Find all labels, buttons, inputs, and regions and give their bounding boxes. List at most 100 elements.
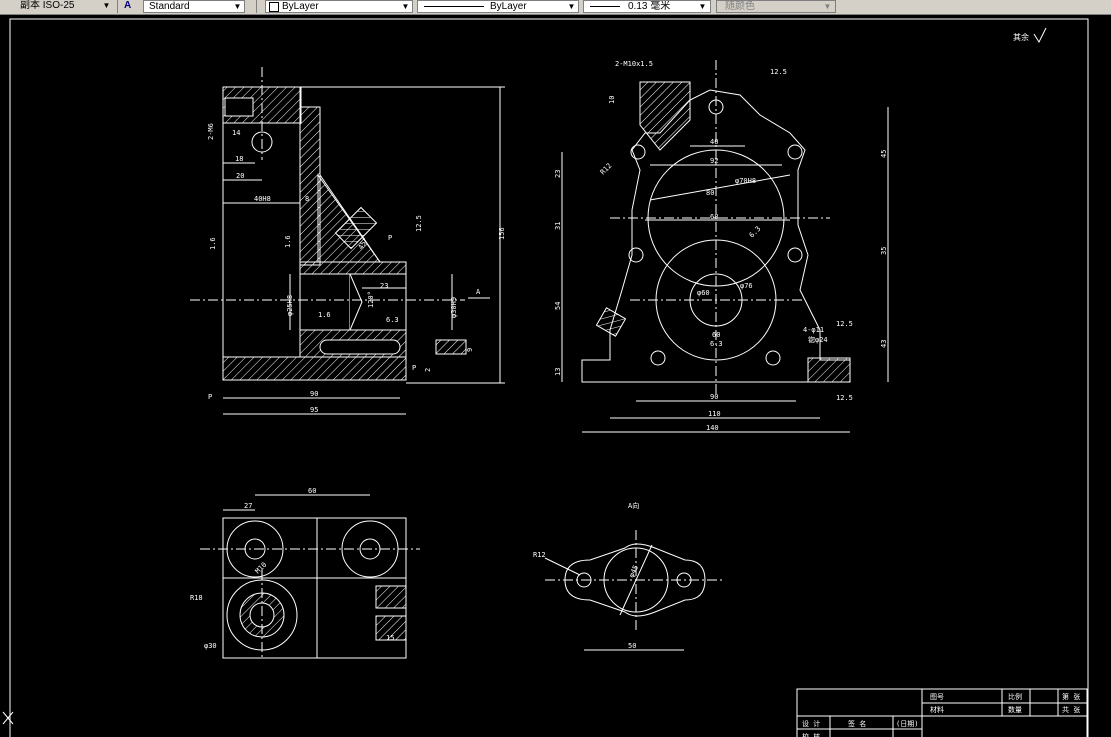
dim-90: 90 [310, 390, 318, 398]
side-dim-70 [649, 174, 791, 201]
side-rib-section [595, 307, 627, 337]
side-hole-ml [628, 247, 644, 263]
side-hole-bl [650, 350, 666, 366]
front-rib-section [334, 206, 378, 250]
textstyle-combo[interactable]: Standard ▼ [143, 0, 245, 13]
front-screw-hole [224, 97, 254, 117]
dim-23: 23 [380, 282, 388, 290]
dim-8: 8 [305, 195, 309, 203]
linetype-combo[interactable]: ByLayer ▼ [417, 0, 579, 13]
side-hole-tl [630, 144, 646, 160]
rough-63a: 6.3 [748, 225, 763, 240]
dim-45: 45 [880, 150, 888, 158]
dim-2: 2 [424, 368, 432, 372]
side-view [561, 60, 889, 433]
title-block-frame [796, 688, 1088, 737]
front-boss-hatch-top [299, 261, 407, 275]
dim-30h9: φ30H9 [450, 297, 458, 318]
lineweight-sample-line [590, 6, 620, 7]
rough-63: 6.3 [386, 316, 399, 324]
rough-16b: 1.6 [284, 235, 292, 248]
dim-68: 68 [710, 213, 718, 221]
a-view-label-45: φ45 [628, 564, 641, 579]
dim-18: 18 [235, 155, 243, 163]
textstyle-dropdown-arrow-icon[interactable]: ▼ [233, 2, 242, 11]
tb-tuhao: 图号 [930, 693, 944, 701]
top-section-hatch-2 [375, 615, 407, 641]
top-label-r18: R18 [190, 594, 203, 602]
tb-shuliang: 数量 [1008, 705, 1022, 714]
tb-sheji: 设 计 [802, 719, 820, 728]
dim-70h8: φ70H8 [735, 177, 756, 185]
dim-95: 95 [310, 406, 318, 414]
toolbar-separator [117, 0, 118, 13]
a-view-dim-45 [619, 544, 653, 616]
rough-125b: 12.5 [836, 320, 853, 328]
top-view-labels: 60 27 R18 φ30 M10 15 [190, 487, 394, 650]
tb-qianming: 签 名 [848, 719, 866, 728]
top-dim-60-label: 60 [308, 487, 316, 495]
dim-76: φ76 [740, 282, 753, 290]
label-2m10: 2-M10x1.5 [615, 60, 653, 68]
textstyle-icon: A [124, 0, 132, 11]
drawing-canvas[interactable]: 其余 2-M6 [0, 14, 1111, 737]
front-base-hatch [222, 356, 407, 381]
a-view-label-r12: R12 [533, 551, 546, 559]
label-4m11: 4-φ11 [803, 326, 824, 334]
dimstyle-dropdown-arrow-icon[interactable]: ▼ [102, 1, 111, 10]
lineweight-combo-value: 0.13 毫米 [628, 1, 671, 12]
layer-dropdown-arrow-icon[interactable]: ▼ [401, 2, 410, 11]
dim-156: 156 [498, 227, 506, 240]
side-outline [581, 89, 851, 383]
dim-35: 35 [880, 247, 888, 255]
dim-9: 9 [466, 348, 474, 352]
roughness-note-label: 其余 [1013, 32, 1029, 42]
lineweight-dropdown-arrow-icon[interactable]: ▼ [698, 2, 707, 11]
front-keyway-section [435, 339, 467, 355]
a-view-r12-leader [544, 557, 581, 576]
dim-13: 13 [554, 368, 562, 376]
dim-25h8: φ25H8 [286, 295, 294, 316]
label-v24: 锪φ24 [808, 335, 828, 344]
drawing-frame [9, 18, 1089, 737]
dim-43: 43 [880, 340, 888, 348]
layer-combo[interactable]: ByLayer ▼ [265, 0, 413, 13]
plotstyle-dropdown-arrow-icon: ▼ [823, 2, 832, 11]
dim-60b: 60 [712, 331, 720, 339]
side-hole-mr [787, 247, 803, 263]
dim-31: 31 [554, 222, 562, 230]
side-foot-hatch [807, 357, 851, 383]
front-body-hatch-wall [299, 106, 321, 266]
rough-125c: 12.5 [836, 394, 853, 402]
dim-92: 92 [710, 157, 718, 165]
a-view-outline [564, 543, 706, 617]
a-view-title: A向 [628, 501, 639, 510]
properties-toolbar: 副本 ISO-25 ▼ A Standard ▼ ByLayer ▼ ByLay… [0, 0, 1111, 15]
dim-60: φ60 [697, 289, 710, 297]
linetype-dropdown-arrow-icon[interactable]: ▼ [567, 2, 576, 11]
label-2m6: 2-M6 [207, 123, 215, 140]
ucs-icon [2, 711, 14, 725]
tb-bili: 比例 [1008, 692, 1022, 701]
top-dim-15: 15 [386, 634, 394, 642]
roughness-check-icon [1033, 27, 1047, 44]
tb-gong: 共 张 [1062, 705, 1080, 714]
top-label-30: φ30 [204, 642, 217, 650]
dimstyle-combo-value[interactable]: 副本 ISO-25 [20, 0, 75, 11]
textstyle-combo-value: Standard [149, 1, 190, 12]
plotstyle-combo: 随颜色 ▼ [716, 0, 836, 13]
title-block [796, 688, 1088, 737]
tb-jiaohe: 校 核 [802, 732, 820, 737]
label-p3: P [412, 364, 416, 372]
lineweight-combo[interactable]: 0.13 毫米 ▼ [583, 0, 711, 13]
a-view-labels: A向 R12 φ45 50 [533, 501, 640, 650]
label-p1: P [208, 393, 212, 401]
dim-40: 40 [710, 138, 718, 146]
dim-80: 80 [706, 189, 714, 197]
dim-20: 20 [236, 172, 244, 180]
side-hole-br [765, 350, 781, 366]
rough-16a: 1.6 [209, 237, 217, 250]
front-bore [299, 273, 351, 331]
dim-54: 54 [554, 302, 562, 310]
front-view-labels: 2-M6 14 18 20 40H8 8 156 1.6 1.6 1.6 6.3… [207, 123, 506, 414]
